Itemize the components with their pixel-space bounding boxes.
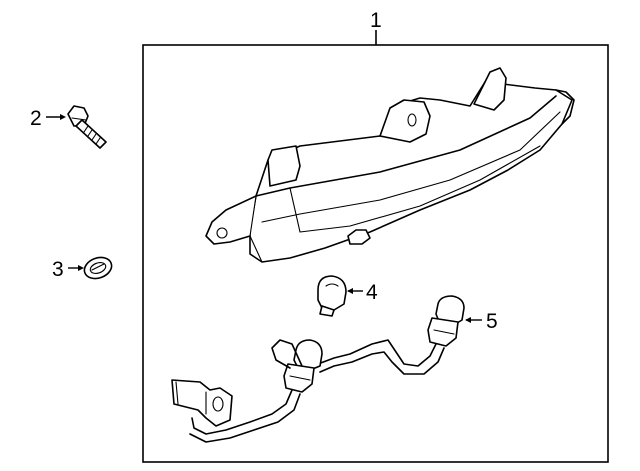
bulb <box>317 275 347 317</box>
callout-2: 2 <box>30 107 42 130</box>
lamp-housing <box>205 67 575 263</box>
wire-harness <box>171 295 465 443</box>
arrow-5 <box>465 317 471 323</box>
callout-1: 1 <box>370 9 382 32</box>
arrow-4 <box>347 288 353 294</box>
callout-5: 5 <box>486 310 498 333</box>
callout-4: 4 <box>366 281 378 304</box>
bolt <box>67 105 107 149</box>
grommet <box>83 256 113 280</box>
arrow-3 <box>78 265 84 271</box>
arrow-2 <box>60 114 66 120</box>
callout-3: 3 <box>52 258 64 281</box>
